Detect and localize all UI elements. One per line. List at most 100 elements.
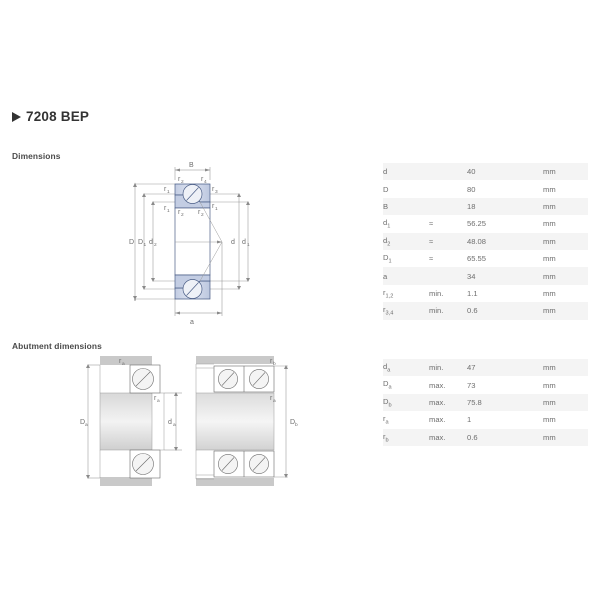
abutment-value: 75.8 [467, 397, 482, 407]
abutment-qualifier: max. [429, 397, 446, 407]
svg-text:2: 2 [201, 212, 204, 218]
label-r4-top: r [201, 176, 204, 183]
dimension-qualifier: ≈ [429, 219, 434, 229]
dimension-symbol: r1,2 [383, 287, 394, 300]
dimension-value: 18 [467, 201, 476, 211]
table-row: d2 ≈48.08 mm [383, 232, 588, 250]
page-title: 7208 BEP [12, 109, 89, 124]
triangle-right-icon [12, 111, 21, 122]
table-row: D 80 mm [383, 180, 588, 198]
dimension-unit: mm [543, 201, 556, 211]
dimension-unit: mm [543, 219, 556, 229]
dimension-qualifier [429, 267, 467, 284]
dimension-unit: mm [543, 306, 556, 316]
bearing-designation: 7208 BEP [26, 109, 90, 124]
label-d1-sub: 1 [247, 242, 250, 248]
label-Da: D [80, 419, 85, 426]
abutment-symbol: rb [383, 431, 389, 444]
dimension-symbol: D1 [383, 252, 392, 265]
table-row: B 18 mm [383, 197, 588, 216]
label-d2: d [149, 239, 153, 246]
dimension-qualifier: min. [429, 288, 444, 298]
label-ra-right: r [270, 395, 273, 402]
dimension-symbol: r3,4 [383, 305, 394, 317]
abutment-left-diagram: D a d a r a r a [80, 356, 182, 486]
dimension-value: 48.08 [467, 236, 487, 246]
label-r1-right: r [212, 203, 215, 210]
abutment-right-diagram: D b r b r a [195, 356, 298, 486]
dimension-qualifier [429, 163, 467, 180]
abutment-unit: mm [543, 380, 556, 390]
label-D1: D [138, 239, 143, 246]
table-row: Db max. 75.8 mm [383, 393, 588, 412]
dimension-unit: mm [543, 236, 556, 246]
svg-text:1: 1 [215, 206, 218, 212]
dimension-symbol: a [383, 271, 388, 281]
abutment-symbol: Db [383, 396, 392, 409]
dimension-value: 80 [467, 184, 476, 194]
svg-text:2: 2 [181, 212, 184, 218]
label-a: a [190, 319, 194, 326]
bearing-cross-section-drawing: B a D D 1 d 2 d d 1 r 2 r 4 r 1 r 3 r 1 [118, 158, 268, 326]
abutment-qualifier: max. [429, 432, 446, 442]
svg-text:3: 3 [215, 189, 218, 195]
dimension-value: 0.6 [467, 306, 478, 316]
label-r1-left: r [164, 186, 167, 193]
abutment-unit: mm [543, 415, 556, 425]
dimension-qualifier [429, 180, 467, 197]
section-heading-abutment: Abutment dimensions [12, 341, 102, 351]
dimension-qualifier: min. [429, 306, 444, 316]
label-d1: d [242, 239, 246, 246]
abutment-symbol: Da [383, 379, 392, 391]
svg-text:4: 4 [204, 179, 207, 185]
dimension-unit: mm [543, 167, 556, 177]
svg-text:b: b [273, 361, 276, 367]
label-r2-inner: r [178, 209, 181, 216]
dimension-qualifier: ≈ [429, 236, 434, 246]
dimension-qualifier: ≈ [429, 254, 434, 264]
section-heading-dimensions: Dimensions [12, 151, 61, 161]
svg-text:a: a [157, 399, 160, 404]
label-r1-inner: r [164, 205, 167, 212]
label-r2-right: r [198, 209, 201, 216]
dimension-unit: mm [543, 184, 556, 194]
label-r2-top: r [178, 176, 181, 183]
svg-text:1: 1 [167, 208, 170, 214]
label-r3-right: r [212, 186, 215, 193]
dimension-symbol: B [383, 201, 389, 211]
label-ra-outer-left: r [119, 358, 122, 365]
dimension-value: 56.25 [467, 219, 487, 229]
abutment-unit: mm [543, 397, 556, 407]
label-da: d [168, 419, 172, 426]
label-D: D [129, 239, 134, 246]
dimension-symbol: d2 [383, 235, 391, 248]
abutment-value: 0.6 [467, 432, 478, 442]
svg-text:2: 2 [181, 179, 184, 185]
dimension-qualifier [429, 198, 467, 215]
dimension-unit: mm [543, 271, 556, 281]
label-d: d [231, 239, 235, 246]
label-rb: r [270, 358, 273, 365]
dimension-symbol: D [383, 184, 389, 194]
abutment-value: 1 [467, 415, 472, 425]
label-ra-inner-left: r [154, 395, 157, 402]
svg-text:a: a [273, 399, 276, 404]
dimension-value: 65.55 [467, 254, 487, 264]
abutment-symbol: ra [383, 414, 389, 426]
svg-text:a: a [122, 362, 125, 367]
label-B: B [189, 162, 194, 169]
svg-text:1: 1 [167, 189, 170, 195]
dimension-value: 40 [467, 167, 476, 177]
